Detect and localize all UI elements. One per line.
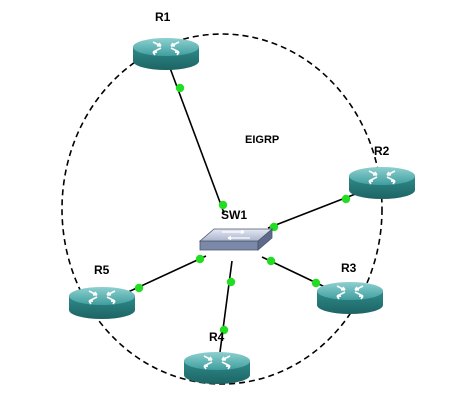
router-r4-label: R4 [209, 330, 225, 344]
port-sw1-r5 [195, 254, 205, 264]
ports-layer [134, 83, 351, 335]
port-sw1-r1 [218, 200, 228, 210]
router-r2[interactable]: R2 [349, 144, 415, 199]
port-r4 [219, 325, 229, 335]
router-icon [349, 167, 415, 199]
router-icon [133, 38, 199, 70]
router-r5-label: R5 [94, 263, 110, 277]
link-sw1-r4 [219, 260, 233, 353]
port-r2 [341, 194, 351, 204]
switch-sw1-label: SW1 [221, 208, 247, 222]
router-r1[interactable]: R1 [133, 10, 199, 70]
router-r3[interactable]: R3 [317, 261, 383, 314]
port-r3 [311, 278, 321, 288]
router-icon [69, 287, 135, 319]
port-sw1-r4 [226, 277, 236, 287]
port-sw1-r3 [266, 256, 276, 266]
router-r1-label: R1 [155, 10, 171, 24]
router-icon [317, 282, 383, 314]
switch-sw1[interactable]: SW1 [198, 208, 274, 251]
router-r3-label: R3 [341, 261, 357, 275]
port-r1 [175, 83, 185, 93]
router-r5[interactable]: R5 [69, 263, 135, 319]
router-icon [184, 352, 250, 384]
eigrp-domain-boundary [61, 33, 383, 385]
link-sw1-r1 [169, 67, 225, 214]
eigrp-label: EIGRP [245, 134, 279, 146]
switch-icon [198, 228, 274, 251]
router-r2-label: R2 [374, 144, 390, 158]
router-r4[interactable]: R4 [184, 330, 250, 384]
port-r5 [134, 283, 144, 293]
